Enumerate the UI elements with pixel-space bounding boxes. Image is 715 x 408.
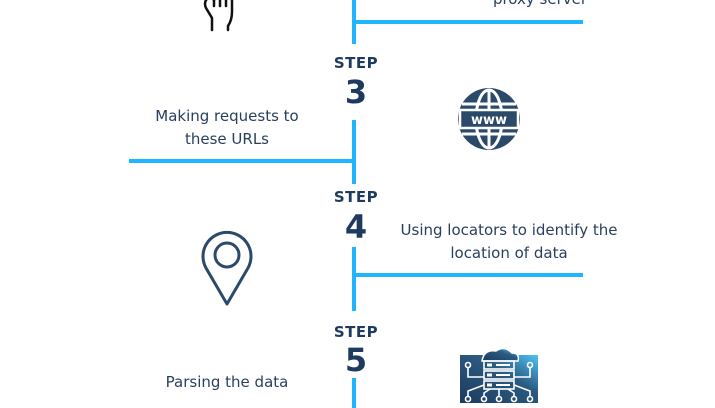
step-4-number: 4 [344, 208, 368, 246]
step-3-number: 3 [344, 73, 368, 111]
step-5-description-line: Parsing the data [165, 373, 289, 391]
location-pin-icon [200, 228, 254, 312]
step-3-description-line: these URLs [184, 130, 269, 148]
step-5-description: Parsing the data [127, 371, 327, 394]
connector-step-3 [129, 159, 356, 163]
svg-text:www: www [471, 113, 507, 128]
timeline-segment [352, 120, 356, 184]
timeline-segment [352, 378, 356, 408]
step-4-description-line: Using locators to identify the [400, 221, 618, 239]
step-4-label: STEP [333, 188, 379, 206]
hand-icon [200, 0, 240, 38]
connector-step-4 [352, 273, 583, 277]
www-globe-icon: www [456, 86, 522, 156]
step-3-description-line: Making requests to [155, 107, 299, 125]
step-2-description: proxy server [420, 0, 660, 11]
step-3-description: Making requests to these URLs [127, 105, 327, 151]
step-2-description-line: proxy server [420, 0, 660, 11]
step-4-description-line: location of data [450, 244, 568, 262]
step-5-number: 5 [344, 341, 368, 379]
step-3-label: STEP [333, 54, 379, 72]
cloud-server-icon [460, 347, 538, 407]
connector-step-2 [352, 20, 583, 24]
timeline-segment [352, 247, 356, 311]
step-4-description: Using locators to identify the location … [383, 219, 635, 265]
step-5-label: STEP [333, 323, 379, 341]
